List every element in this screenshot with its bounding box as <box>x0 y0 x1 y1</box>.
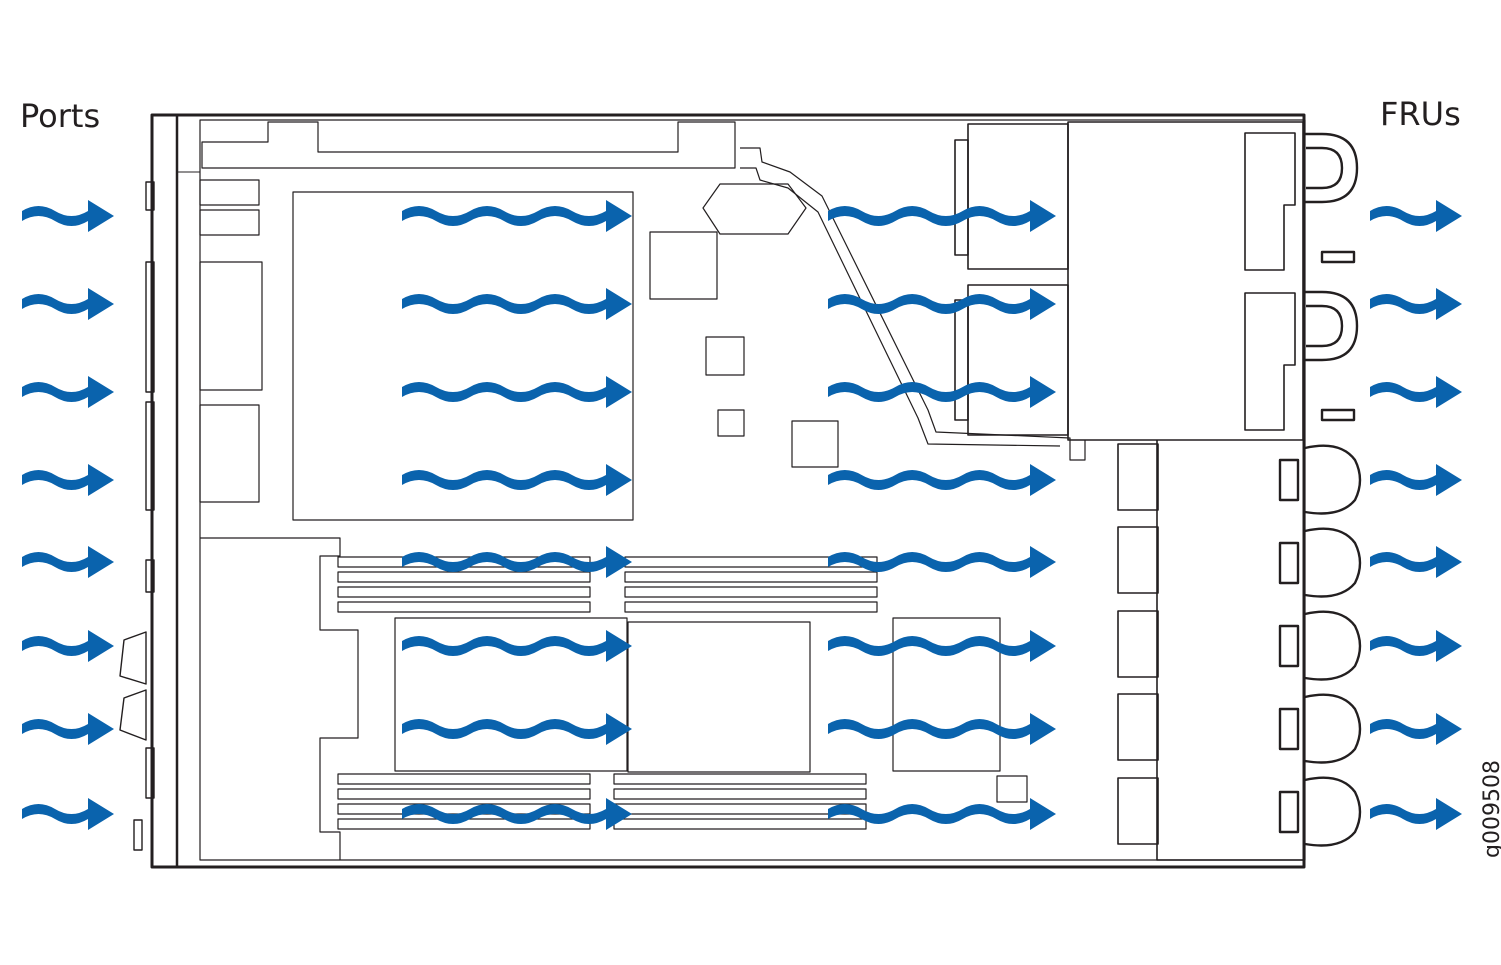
airflow-arrow <box>828 288 1056 320</box>
airflow-arrow <box>828 464 1056 496</box>
board-outline <box>199 119 1306 861</box>
airflow-arrow <box>828 630 1056 662</box>
front-port-features <box>119 181 155 851</box>
fan-tray <box>1117 440 1305 861</box>
airflow-arrow <box>828 546 1056 578</box>
airflow-arrow <box>1370 464 1462 496</box>
airflow-arrow <box>402 288 632 320</box>
figure-id-label: g009508 <box>1480 760 1501 858</box>
airflow-arrow <box>1370 200 1462 232</box>
airflow-arrow <box>828 376 1056 408</box>
airflow-arrow <box>22 713 114 745</box>
airflow-arrow <box>22 376 114 408</box>
airflow-arrow <box>828 798 1056 830</box>
airflow-arrow <box>22 200 114 232</box>
airflow-arrow <box>828 713 1056 745</box>
airflow-arrow <box>402 376 632 408</box>
airflow-arrow <box>22 798 114 830</box>
airflow-arrow <box>1370 798 1462 830</box>
airflow-arrow <box>402 798 632 830</box>
ports-label: Ports <box>20 97 101 135</box>
airflow-arrows <box>22 200 1462 830</box>
airflow-arrow <box>828 200 1056 232</box>
airflow-arrow <box>402 546 632 578</box>
front-panel <box>150 113 179 869</box>
frus-label: FRUs <box>1380 95 1461 133</box>
airflow-arrow <box>1370 288 1462 320</box>
chip-hex <box>702 183 807 235</box>
psu-handles <box>1305 132 1359 422</box>
airflow-arrow <box>22 546 114 578</box>
chassis-outline <box>150 113 1306 869</box>
airflow-arrow <box>22 630 114 662</box>
fan-handles <box>1278 444 1362 847</box>
airflow-arrow <box>1370 376 1462 408</box>
airflow-arrow <box>1370 713 1462 745</box>
airflow-arrow <box>402 630 632 662</box>
airflow-arrow <box>22 288 114 320</box>
cpu-heatsink-right <box>627 621 811 773</box>
psu-bays <box>954 121 1304 441</box>
airflow-arrow <box>22 464 114 496</box>
airflow-arrow <box>402 200 632 232</box>
airflow-arrow <box>1370 630 1462 662</box>
cpu-heatsink-left <box>394 617 628 772</box>
airflow-arrow <box>402 713 632 745</box>
airflow-arrow <box>402 464 632 496</box>
airflow-arrow <box>1370 546 1462 578</box>
